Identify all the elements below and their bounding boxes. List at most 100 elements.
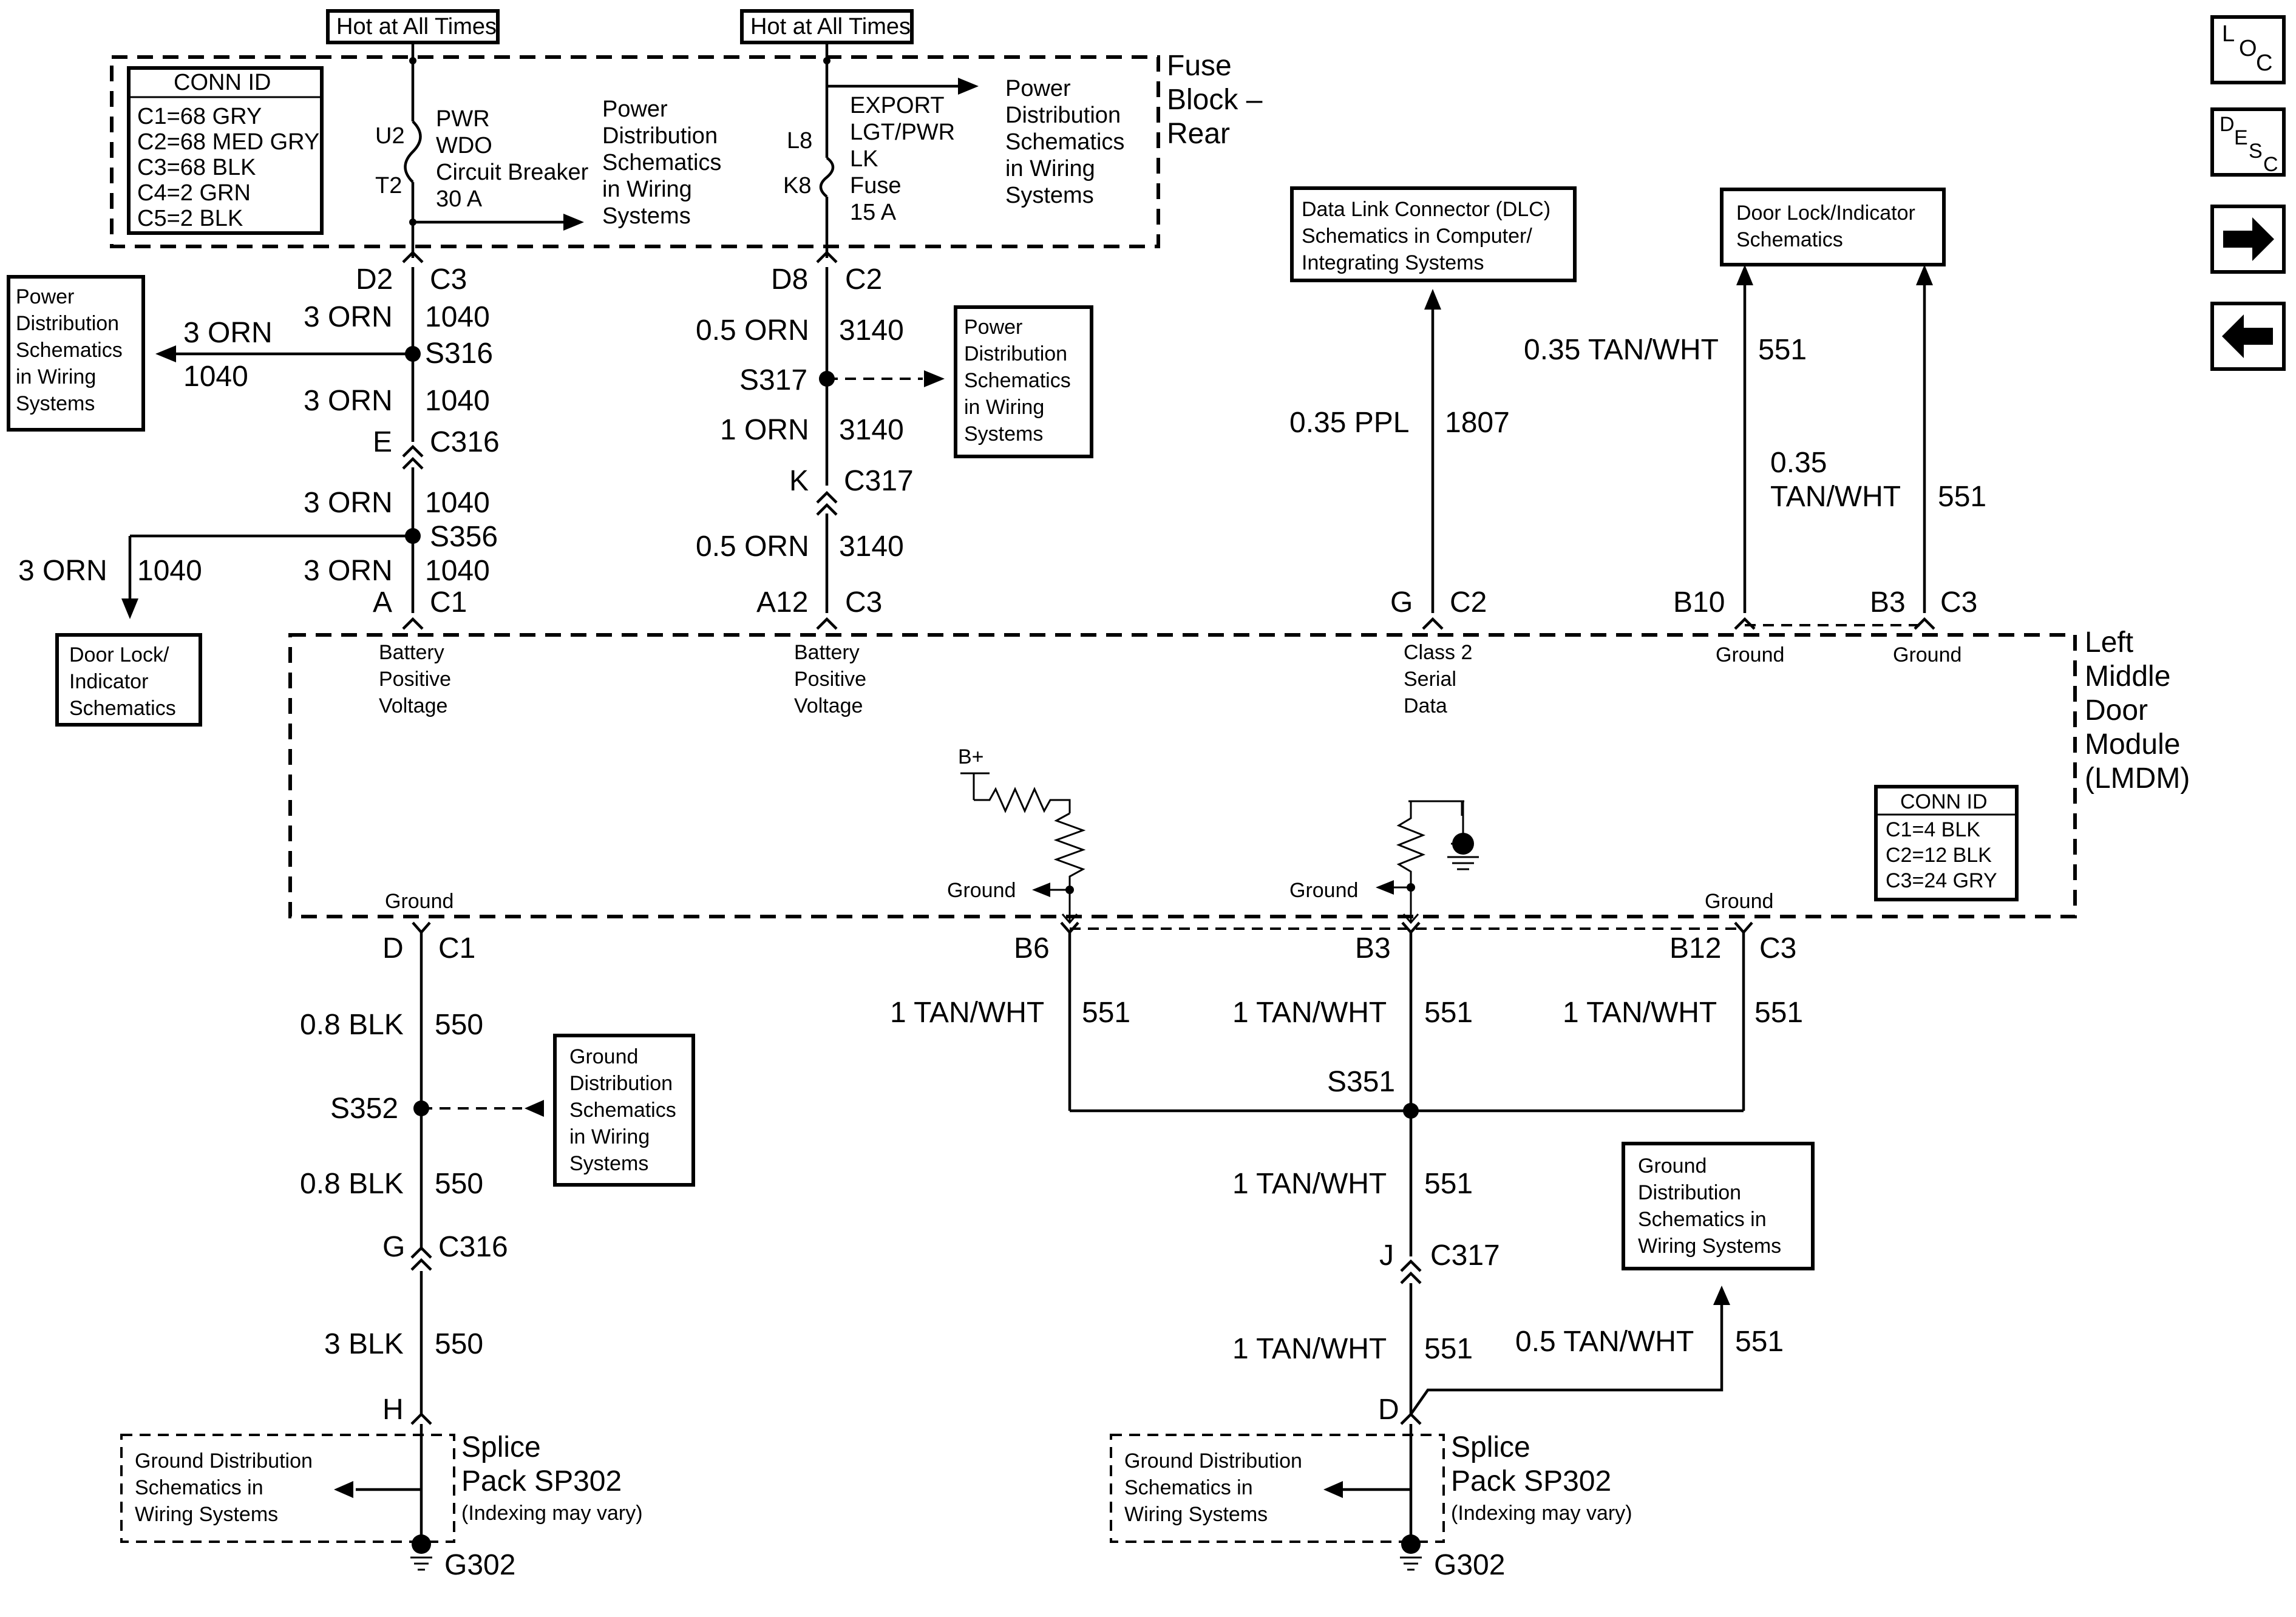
circuit-num: 1040 [425,487,490,519]
svg-text:Ground: Ground [1638,1154,1707,1178]
loc-button[interactable]: LOC [2210,15,2286,84]
wire-color: 3 ORN [304,385,393,417]
svg-text:Wiring Systems: Wiring Systems [1124,1503,1268,1526]
circuit-num: 551 [1758,334,1807,366]
svg-text:Hot at All Times: Hot at All Times [750,14,911,39]
svg-text:Schematics in: Schematics in [1124,1476,1253,1499]
bpv-label-2: Battery Positive Voltage [794,641,866,717]
svg-text:Systems: Systems [964,422,1043,446]
conn-id-line: C1=68 GRY [137,104,262,129]
wire-color: 3 ORN [304,555,393,587]
breaker-t2: T2 [375,173,402,198]
ground-g302: G302 [1434,1549,1505,1581]
splice-pack-label: Splice [1451,1431,1530,1463]
svg-text:Schematics: Schematics [69,697,176,720]
pin-g: G [1390,586,1413,619]
circuit-num: 3140 [839,414,904,446]
svg-text:Positive: Positive [794,668,866,691]
pin-d: D [1378,1394,1399,1426]
fuse-l8: L8 [787,128,812,154]
pin-k: K [789,465,809,497]
ground-label: Ground [1289,879,1358,902]
circuit-num: 551 [1082,997,1130,1029]
conn-c2: C2 [845,263,882,296]
svg-text:Left: Left [2085,626,2133,659]
svg-text:Indicator: Indicator [69,670,148,693]
svg-text:Distribution: Distribution [1638,1181,1741,1204]
door-lock-ref-top: Door Lock/Indicator Schematics [1720,188,1946,266]
circuit-num: 1040 [425,301,490,333]
wire-color: 1 TAN/WHT [1232,997,1387,1029]
ground-label: Ground [385,890,453,913]
wire-color: 3 BLK [324,1328,404,1360]
splice-s317: S317 [739,364,807,396]
splice-pack-label: Pack SP302 [461,1465,622,1497]
indexing-note: (Indexing may vary) [1451,1502,1632,1525]
svg-text:Middle: Middle [2085,660,2170,693]
svg-text:CONN ID: CONN ID [1900,790,1988,813]
circuit-num: 3140 [839,314,904,347]
conn-c3: C3 [1940,586,1977,619]
circuit-550 [120,921,544,1571]
breaker-label: Circuit Breaker [436,160,589,185]
wire-color: 0.8 BLK [300,1009,404,1041]
pin-b10: B10 [1673,586,1725,619]
svg-text:C2=12 BLK: C2=12 BLK [1886,844,1992,867]
door-lock-ref-left: Door Lock/ Indicator Schematics [55,633,202,727]
svg-text:Ground: Ground [569,1045,638,1068]
wire-color: 0.5 ORN [696,314,809,347]
bplus-label: B+ [958,745,984,768]
prev-page-button[interactable] [2210,302,2286,371]
pin-b12: B12 [1669,932,1721,964]
svg-text:Data: Data [1404,694,1447,717]
next-page-button[interactable] [2210,205,2286,274]
svg-text:Schematics: Schematics [964,369,1071,392]
gd-box-right: Ground Distribution Schematics in Wiring… [1124,1449,1302,1526]
pin-e: E [373,426,392,458]
circuit-num: 551 [1735,1326,1784,1358]
svg-text:Door Lock/Indicator: Door Lock/Indicator [1736,202,1915,225]
svg-text:Distribution: Distribution [569,1072,673,1095]
pin-d: D [382,932,404,964]
conn-id-line: C4=2 GRN [137,180,251,206]
splice-s316: S316 [425,337,493,370]
svg-text:Voltage: Voltage [794,694,863,717]
circuit-num: 551 [1424,1168,1473,1200]
splice-s351: S351 [1327,1066,1395,1098]
svg-text:L: L [2222,21,2235,47]
svg-text:Schematics: Schematics [602,150,721,175]
wire-color: 1 ORN [720,414,809,446]
wire-color: 0.35 PPL [1289,407,1409,439]
lmdm-outline [288,633,2077,918]
splice-pack-label: Splice [461,1431,541,1463]
indexing-note: (Indexing may vary) [461,1502,643,1525]
pin-b3: B3 [1870,586,1906,619]
circuit-num: 551 [1424,997,1473,1029]
fuse-block-label-1: Fuse [1167,50,1232,82]
conn-c317: C317 [1430,1239,1500,1272]
wire-color: 3 ORN [183,317,273,349]
svg-text:Distribution: Distribution [964,342,1067,365]
circuit-num: 551 [1938,481,1986,513]
conn-c1: C1 [430,586,467,619]
conn-c1: C1 [438,932,475,964]
splice-s352: S352 [330,1093,398,1125]
svg-text:Systems: Systems [1005,183,1094,208]
ground-g302: G302 [444,1549,515,1581]
ground-label: Ground [1893,643,1961,666]
svg-text:in Wiring: in Wiring [569,1125,650,1148]
wire-color: 0.35 [1770,447,1827,479]
svg-text:Schematics in: Schematics in [135,1476,263,1499]
svg-text:Systems: Systems [602,203,691,229]
fuse-block-outline [110,55,1160,248]
prev-arrow-icon [2222,314,2273,358]
circuit-num: 550 [435,1168,483,1200]
conn-c2: C2 [1450,586,1487,619]
svg-text:Power: Power [602,97,668,122]
ground-label: Ground [1705,890,1773,913]
svg-text:Systems: Systems [16,392,95,415]
wire-color: 0.8 BLK [300,1168,404,1200]
wire-color: TAN/WHT [1770,481,1901,513]
